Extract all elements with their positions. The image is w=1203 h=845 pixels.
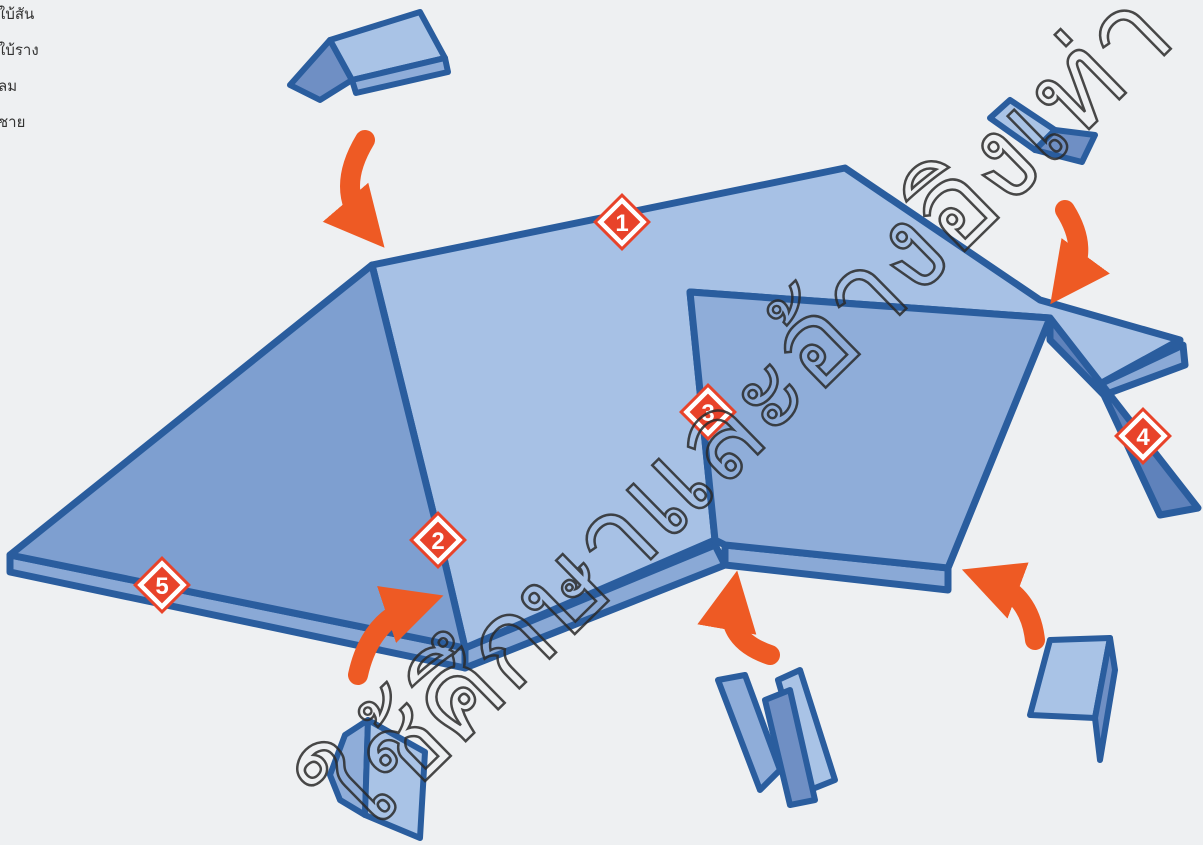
arrow-top-left bbox=[350, 140, 365, 225]
ridge-cap-bottom-right bbox=[1030, 638, 1115, 760]
ridge-cap-bottom-center bbox=[718, 670, 835, 805]
arrow-bottom-right bbox=[990, 580, 1035, 640]
callout-2-label: 2 bbox=[431, 528, 444, 555]
callout-4-label: 4 bbox=[1136, 424, 1150, 451]
ridge-cap-top bbox=[290, 12, 448, 100]
callout-5-label: 5 bbox=[155, 573, 168, 600]
arrow-bottom-center bbox=[731, 600, 770, 655]
callout-1-label: 1 bbox=[615, 210, 628, 237]
arrow-top-right bbox=[1065, 210, 1078, 280]
